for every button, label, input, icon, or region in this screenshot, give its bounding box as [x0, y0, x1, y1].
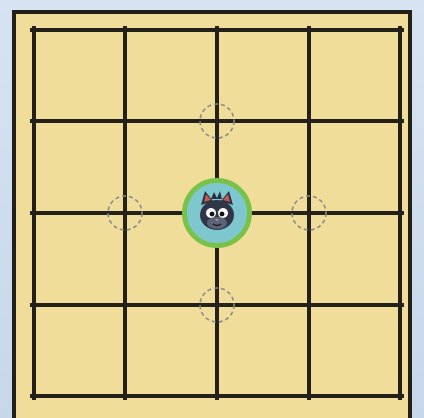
cat-piece[interactable]	[182, 178, 252, 248]
move-target-right[interactable]	[292, 196, 326, 230]
move-target-down[interactable]	[200, 288, 234, 322]
move-target-up[interactable]	[200, 104, 234, 138]
move-target-left[interactable]	[108, 196, 142, 230]
cat-face-icon	[187, 183, 247, 243]
